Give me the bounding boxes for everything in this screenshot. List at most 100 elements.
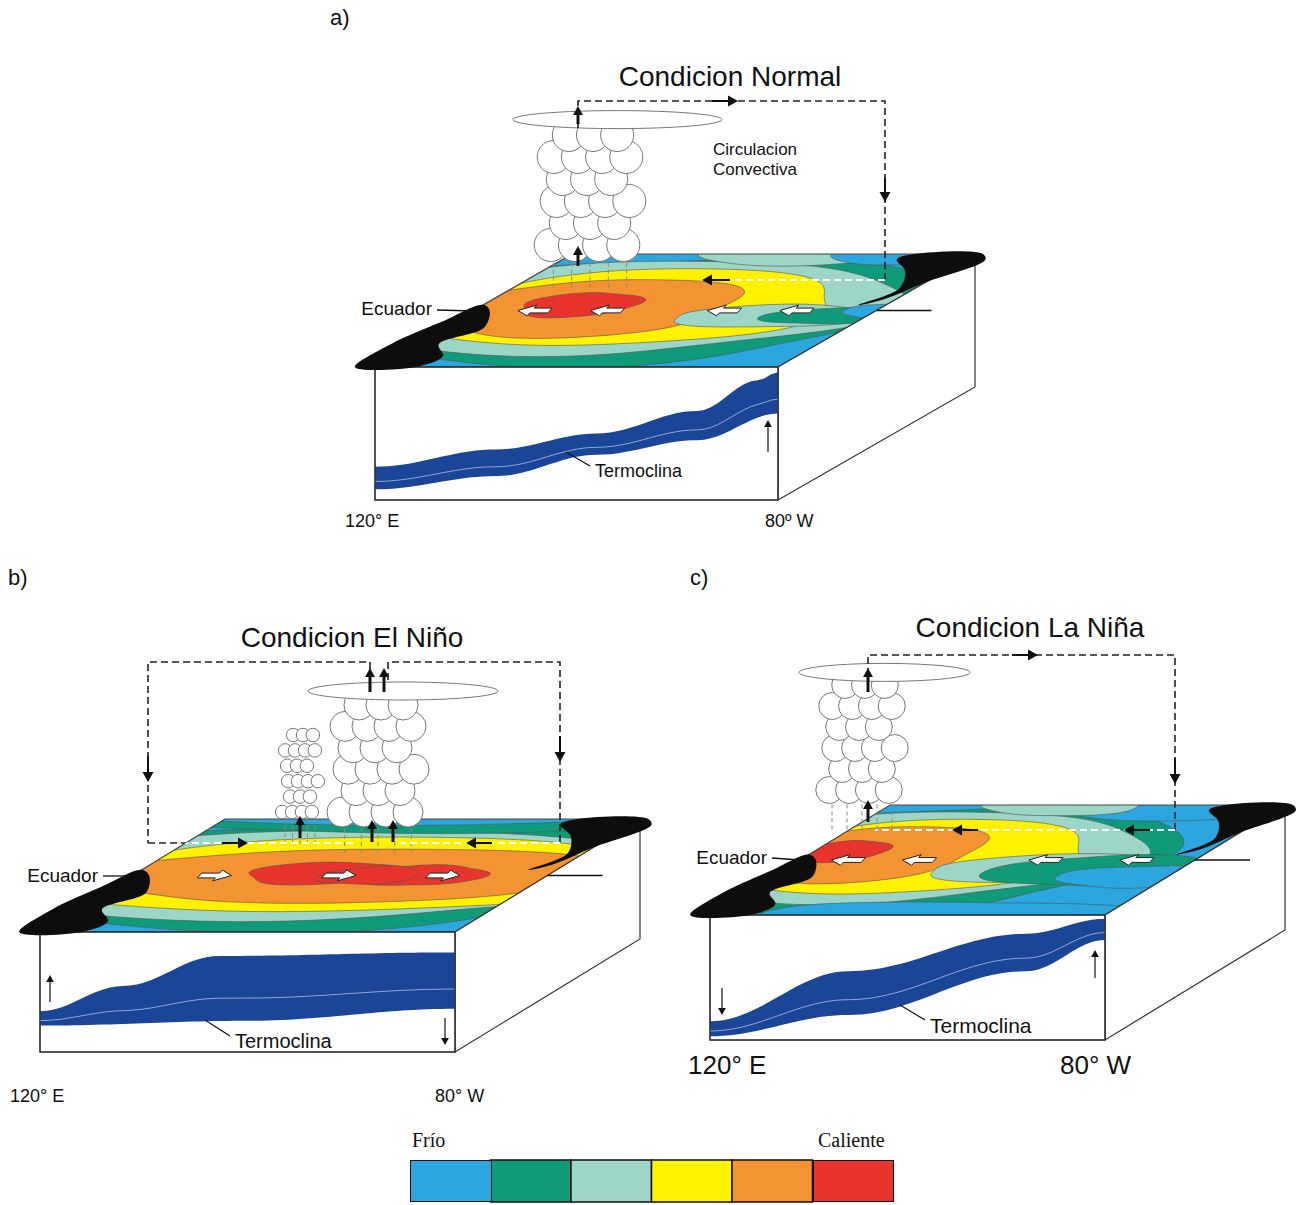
circulation-line: [700, 279, 885, 281]
rain-line: [608, 263, 609, 291]
panel-title: Condicion La Niña: [916, 612, 1145, 644]
circulation-arrow: [1134, 829, 1150, 831]
rain-line: [344, 828, 345, 856]
longitude-label: 120° E: [345, 511, 399, 532]
water-motion-arrow: [1091, 950, 1099, 957]
cloud-anvil: [308, 682, 498, 700]
circulation-arrow: [222, 842, 238, 844]
circulation-arrow: [1012, 654, 1028, 656]
panel-title: Condicion Normal: [619, 61, 842, 93]
rain-line: [571, 263, 572, 291]
cloud-puff: [300, 759, 314, 773]
circulation-line-surface: [700, 279, 885, 281]
rising-air-arrow: [388, 820, 398, 829]
rising-air-arrow: [383, 677, 386, 692]
block-front: [710, 915, 1105, 1040]
circulation-arrow: [1124, 825, 1134, 836]
wind-arrow: [831, 855, 865, 866]
circulation-line-surface: [148, 842, 355, 844]
cloud-puff: [308, 744, 322, 758]
thermocline-label: Termoclina: [235, 1030, 332, 1053]
circulation-arrow: [952, 825, 962, 836]
panel-letter: c): [690, 565, 708, 590]
cloud-puff: [303, 790, 317, 804]
cloud-puff: [305, 805, 319, 819]
circulation-arrow: [238, 838, 248, 849]
circulation-arrow: [1028, 650, 1038, 661]
rising-air-arrow: [573, 246, 583, 255]
wind-arrow: [322, 870, 356, 881]
water-motion-arrow: [441, 1038, 449, 1045]
sst-band: [162, 802, 746, 825]
equator-label: Ecuador: [696, 847, 767, 869]
wind-arrow: [197, 870, 231, 881]
equator-leader: [437, 310, 473, 311]
circulation-arrow: [962, 829, 978, 831]
water-motion-arrow: [721, 988, 722, 1008]
scale-cell: [571, 1160, 652, 1202]
block-front: [375, 367, 778, 500]
longitude-label: 80º W: [765, 511, 814, 532]
longitude-label: 120° E: [10, 1086, 64, 1107]
water-motion-arrow: [767, 427, 768, 452]
thermocline-line: [710, 933, 1105, 1031]
equator-line: [548, 875, 603, 876]
circulation-arrow: [712, 100, 728, 102]
continent: [1176, 802, 1296, 854]
circulation-arrow: [555, 752, 566, 762]
rain-line: [378, 828, 379, 856]
legend-swatch: [410, 1160, 492, 1202]
circulation-line: [388, 662, 560, 843]
longitude-label: 120° E: [688, 1051, 766, 1081]
circulation-arrow: [880, 192, 891, 202]
rain-line: [361, 828, 362, 856]
rising-air-arrow: [867, 677, 870, 692]
scale-cell: [652, 1160, 733, 1202]
panel-letter: a): [330, 5, 350, 30]
cloud-puff: [311, 774, 325, 788]
thermocline-label: Termoclina: [595, 461, 682, 482]
thermocline-label: Termoclina: [930, 1014, 1032, 1038]
wind-arrow: [707, 305, 741, 316]
block-side: [1105, 805, 1285, 1040]
block-front: [40, 932, 455, 1052]
circulation-arrow: [884, 178, 886, 192]
circulation-line: [148, 842, 355, 844]
wind-arrow: [1120, 855, 1154, 866]
block-side: [778, 254, 975, 500]
cold-water-layer: [375, 372, 778, 489]
circulation-arrow: [559, 736, 561, 752]
thermocline-line: [40, 989, 455, 1021]
wind-arrow: [903, 855, 937, 866]
color-scale: [491, 1160, 813, 1202]
water-motion-arrow: [718, 1008, 726, 1015]
rising-air-arrow: [863, 668, 873, 677]
rain-line: [892, 804, 893, 832]
rain-line: [832, 804, 833, 832]
wind-arrow: [590, 305, 624, 316]
circulation-line: [578, 101, 885, 280]
block-front-outline: [710, 915, 1105, 1040]
legend-label: Frío: [412, 1129, 445, 1152]
circulation-arrow: [147, 756, 149, 772]
water-motion-arrow: [46, 975, 54, 982]
circulation-arrow: [712, 279, 730, 281]
circulation-arrow: [702, 275, 712, 286]
wind-arrow: [780, 305, 814, 316]
sst-band: [524, 293, 646, 318]
rain-line: [877, 804, 878, 832]
circulation-line: [148, 662, 370, 843]
ocean-block: [0, 662, 746, 1052]
rising-air-arrow: [577, 115, 580, 124]
circulation-line-surface: [400, 842, 560, 844]
circulation-arrow: [728, 96, 738, 107]
sst-band: [314, 866, 419, 885]
rain-line: [847, 804, 848, 832]
circulation-arrow: [1170, 774, 1181, 784]
panel-letter: b): [8, 565, 28, 590]
rising-air-arrow: [379, 668, 389, 677]
circulation-arrow: [1174, 758, 1176, 774]
